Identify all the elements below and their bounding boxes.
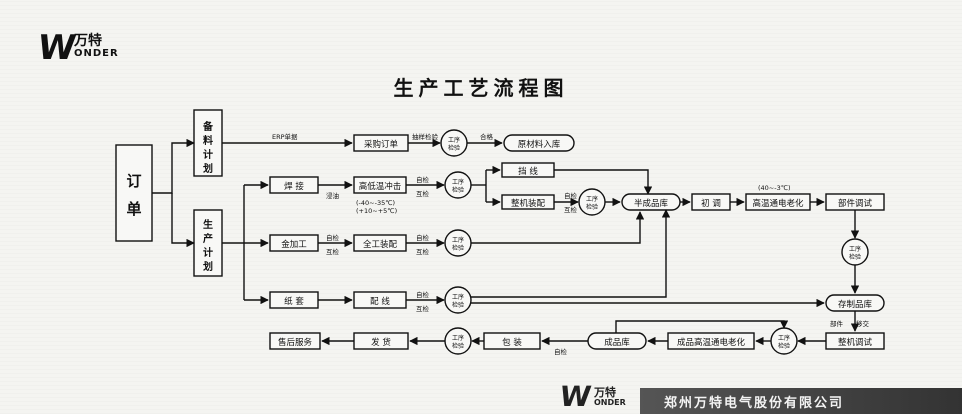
label-prod-1: 生: [203, 218, 213, 231]
label-wire: 挡 线: [518, 166, 538, 177]
label-aging: 高温通电老化: [752, 198, 804, 209]
label-ship: 发 货: [371, 337, 391, 348]
svg-text:检验: 检验: [778, 342, 790, 350]
svg-text:检验: 检验: [448, 144, 460, 152]
label-config: 配 线: [370, 296, 390, 307]
logo-cn: 万特: [74, 33, 102, 49]
label-inspect-2: 工序: [452, 178, 464, 186]
node-inspect-6: [444, 286, 472, 314]
label-order-1: 订: [126, 172, 141, 190]
edge-soak: 浸油: [326, 191, 339, 200]
label-inspect-4: 工序: [849, 245, 861, 253]
label-inspect-3: 工序: [586, 195, 598, 203]
label-mat-2: 料: [203, 134, 213, 147]
label-parts-assy: 全工装配: [363, 239, 398, 250]
label-inspect-6: 工序: [452, 293, 464, 301]
edge-mutual-3: 互检: [326, 247, 340, 256]
svg-text:检验: 检验: [452, 342, 464, 350]
label-finish-test: 整机调试: [838, 337, 873, 348]
edge-pass: 合格: [480, 132, 494, 141]
svg-text:检验: 检验: [586, 203, 598, 211]
node-service: [269, 332, 321, 350]
footer-logo: W 万特 ONDER: [557, 380, 626, 413]
svg-text:检验: 检验: [849, 253, 861, 261]
edge-self-4: 自检: [416, 290, 430, 299]
label-weld: 焊 接: [284, 181, 304, 192]
label-initial: 初 调: [701, 198, 721, 209]
company-logo: W 万特 ONDER: [35, 28, 158, 70]
edge-mutual: 互检: [564, 205, 578, 214]
label-hot-dip: 高低温冲击: [359, 181, 402, 192]
label-fiber: 纸 套: [284, 296, 304, 307]
edge-pack-self: 自检: [554, 347, 568, 356]
svg-text:检验: 检验: [452, 301, 464, 309]
edge-self-3: 自检: [326, 233, 340, 242]
logo-en: ONDER: [74, 48, 119, 59]
label-mat-3: 计: [203, 148, 213, 161]
node-prod-plan: [193, 209, 223, 277]
label-semi-lib: 半成品库: [634, 198, 669, 209]
label-warehouse: 原材料入库: [518, 139, 561, 150]
label-prod-3: 计: [203, 246, 213, 259]
label-inspect-8: 工序: [452, 334, 464, 342]
edge-check1: 自检: [416, 175, 430, 184]
edge-move: 移交: [856, 319, 870, 328]
label-assemble: 整机装配: [511, 198, 546, 209]
label-parts-test: 部件调试: [838, 198, 873, 209]
node-mat-plan: [193, 109, 223, 177]
label-inspect-1: 工序: [448, 136, 460, 144]
label-mat-1: 备: [202, 120, 214, 133]
edge-temp1: (-40~-35℃): [356, 199, 395, 207]
footer-banner: [640, 388, 962, 414]
node-order: [115, 144, 153, 242]
label-inspect-5: 工序: [452, 236, 464, 244]
label-mat-4: 划: [203, 162, 213, 175]
edge-purchase-in: 抽样检验: [412, 132, 439, 141]
label-stock-lib: 存制品库: [838, 299, 873, 310]
label-order-2: 单: [126, 200, 141, 218]
edge-deliver: 部件: [830, 319, 844, 328]
label-prod-4: 划: [203, 260, 213, 273]
label-purchase: 采购订单: [364, 139, 399, 150]
label-prod-2: 产: [203, 232, 213, 245]
label-machining: 金加工: [281, 239, 307, 250]
edge-temp2: (+10~+5℃): [356, 207, 397, 215]
footer-logo-en: ONDER: [594, 398, 626, 407]
edge-check2: 互检: [416, 189, 430, 198]
node-warehouse: [503, 134, 575, 152]
edge-temp-aging: (40~-3℃): [758, 184, 791, 192]
label-prod-lib: 成品库: [604, 337, 630, 348]
label-aging2: 成品高温通电老化: [677, 337, 746, 348]
edge-mutual-2: 互检: [416, 247, 430, 256]
company-name: 郑州万特电气股份有限公司: [664, 396, 845, 411]
edge-self-2: 自检: [416, 233, 430, 242]
label-pack: 包 装: [502, 337, 522, 348]
edge-mutual-4: 互检: [416, 304, 430, 313]
edge-erp: ERP单据: [272, 132, 298, 141]
footer-logo-cn: 万特: [594, 386, 616, 399]
label-inspect-7: 工序: [778, 334, 790, 342]
svg-text:检验: 检验: [452, 244, 464, 252]
svg-text:检验: 检验: [452, 186, 464, 194]
page-title: 生产工艺流程图: [393, 76, 569, 100]
label-service: 售后服务: [278, 337, 313, 348]
edge-self: 自检: [564, 191, 578, 200]
